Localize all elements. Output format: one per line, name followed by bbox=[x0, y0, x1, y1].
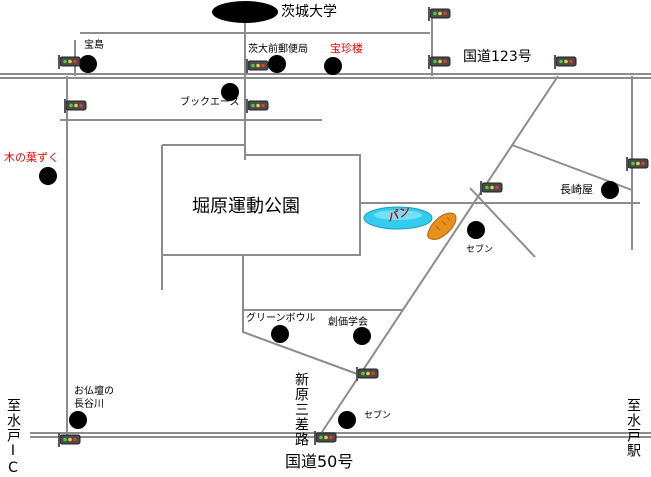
direction-mito-ic: 至水戸IC bbox=[5, 398, 21, 477]
traffic-signal-icon bbox=[58, 433, 81, 447]
bookace-marker bbox=[221, 83, 239, 101]
hasegawa-label-text: お仏壇の長谷川 bbox=[74, 386, 114, 410]
konohazuku-marker bbox=[39, 167, 57, 185]
konohazuku-label: 木の葉ずく bbox=[4, 151, 59, 164]
post-office-marker bbox=[268, 55, 286, 73]
traffic-signal-icon bbox=[356, 367, 379, 381]
takarajima-marker bbox=[79, 55, 97, 73]
seven-south-marker bbox=[338, 411, 356, 429]
traffic-signal-icon bbox=[58, 55, 81, 69]
ibaraki-university-marker bbox=[212, 1, 278, 23]
green-bowl-marker bbox=[271, 325, 289, 343]
green-bowl-label: グリーンボウル bbox=[246, 313, 316, 324]
traffic-signal-icon bbox=[64, 99, 87, 113]
route123-label: 国道123号 bbox=[463, 49, 532, 65]
ibaraki-university-label: 茨城大学 bbox=[281, 4, 337, 20]
place-markers bbox=[39, 55, 619, 429]
traffic-signal-icon bbox=[480, 181, 503, 195]
hojinro-marker bbox=[324, 57, 342, 75]
park-name-label: 堀原運動公園 bbox=[192, 196, 300, 217]
route50-label: 国道50号 bbox=[285, 452, 354, 471]
takarajima-label: 宝島 bbox=[84, 40, 104, 51]
seven-south-label: セブン bbox=[364, 411, 392, 421]
traffic-signal-icon bbox=[428, 7, 451, 21]
direction-mito-station: 至水戸駅 bbox=[625, 398, 641, 458]
traffic-signal-icon bbox=[246, 59, 269, 73]
bakery-destination-logo bbox=[363, 206, 457, 240]
traffic-signals bbox=[58, 7, 649, 447]
traffic-signal-icon bbox=[626, 157, 649, 171]
traffic-signal-icon bbox=[246, 99, 269, 113]
hasegawa-label: お仏壇の長谷川 bbox=[74, 385, 118, 411]
post-office-label: 茨大前郵便局 bbox=[248, 44, 308, 55]
bookace-label: ブックエース bbox=[180, 97, 240, 108]
seven-mid-label: セブン bbox=[466, 245, 494, 255]
seven-mid-marker bbox=[467, 221, 485, 239]
road-network bbox=[0, 10, 651, 438]
shinbara-junction-label: 新原三差路 bbox=[293, 372, 309, 447]
nagasakiya-label: 長崎屋 bbox=[560, 183, 593, 196]
hasegawa-marker bbox=[69, 411, 87, 429]
nagasakiya-marker bbox=[601, 181, 619, 199]
sokagakkai-label: 創価学会 bbox=[328, 317, 368, 328]
traffic-signal-icon bbox=[314, 431, 337, 445]
sokagakkai-marker bbox=[353, 327, 371, 345]
hojinro-label: 宝珍楼 bbox=[330, 42, 363, 55]
traffic-signal-icon bbox=[554, 55, 577, 69]
traffic-signal-icon bbox=[428, 55, 451, 69]
